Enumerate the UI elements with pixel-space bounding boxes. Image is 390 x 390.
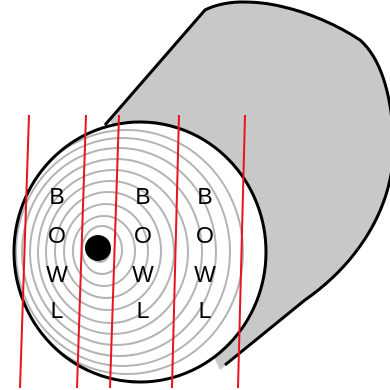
bowl-letter: O [134, 222, 152, 248]
bowl-letter: L [51, 297, 64, 323]
bowl-letter: W [132, 261, 154, 287]
bowl-letter: B [135, 183, 150, 209]
bowl-letter: L [137, 297, 150, 323]
bowl-letter: W [46, 261, 68, 287]
bowl-letter: B [49, 183, 64, 209]
bowl-letter: W [194, 261, 216, 287]
bowl-letter: O [48, 222, 66, 248]
bowl-letter: L [199, 297, 212, 323]
pith-dot [85, 235, 111, 261]
bowl-letter: O [196, 222, 214, 248]
bowl-letter: B [197, 183, 212, 209]
